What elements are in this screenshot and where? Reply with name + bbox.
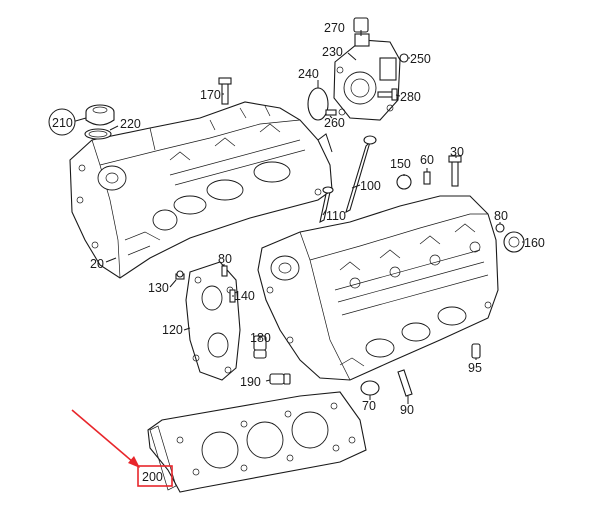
callout-150: 150 <box>390 157 411 171</box>
timing-gasket-120 <box>185 261 241 381</box>
dowel-190 <box>269 373 291 385</box>
right-cylinder-head <box>257 195 499 381</box>
callout-200: 200 <box>142 470 163 484</box>
callout-20: 20 <box>90 257 104 271</box>
callout-30: 30 <box>450 145 464 159</box>
callout-90: 90 <box>400 403 414 417</box>
head-gasket-200 <box>147 391 367 493</box>
callout-230: 230 <box>322 45 343 59</box>
callout-labels: 270 230 250 240 280 170 260 210 220 150 … <box>52 21 545 484</box>
head-bolt-100 <box>345 135 377 214</box>
oil-filler-cap <box>84 104 115 140</box>
callout-60: 60 <box>420 153 434 167</box>
callout-280: 280 <box>400 90 421 104</box>
highlight-arrow <box>71 409 140 468</box>
pin-80b <box>221 265 228 277</box>
sleeve-90 <box>397 369 413 397</box>
callout-170: 170 <box>200 88 221 102</box>
bolt-130 <box>175 270 185 280</box>
callout-80-upper: 80 <box>494 209 508 223</box>
callout-130: 130 <box>148 281 169 295</box>
leader-lines <box>71 30 524 404</box>
washer-250 <box>399 53 409 63</box>
callout-210-circle <box>48 108 76 136</box>
bolt-30 <box>448 155 462 187</box>
seal-160 <box>503 231 525 253</box>
callout-160: 160 <box>524 236 545 250</box>
pin-60 <box>423 171 431 185</box>
callout-140: 140 <box>234 289 255 303</box>
highlight-box-200 <box>137 465 173 487</box>
callout-210: 210 <box>52 116 73 130</box>
callout-100: 100 <box>360 179 381 193</box>
bolt-170 <box>218 77 232 105</box>
callout-110: 110 <box>326 209 346 223</box>
callout-80-lower: 80 <box>218 252 232 266</box>
left-cylinder-head <box>69 101 333 279</box>
callout-260: 260 <box>324 116 345 130</box>
callout-180: 180 <box>250 331 271 345</box>
callout-220: 220 <box>120 117 141 131</box>
washer-150 <box>396 174 412 190</box>
callout-95: 95 <box>468 361 482 375</box>
dowel-180 <box>253 335 267 359</box>
callout-190: 190 <box>240 375 261 389</box>
bolt-260 <box>325 109 337 116</box>
callout-70: 70 <box>362 399 376 413</box>
plug-80a <box>495 223 505 233</box>
callout-250: 250 <box>410 52 431 66</box>
callout-240: 240 <box>298 67 319 81</box>
plug-270 <box>353 17 369 33</box>
callout-270: 270 <box>324 21 345 35</box>
pin-95 <box>471 343 481 359</box>
bolt-280 <box>377 88 398 101</box>
callout-120: 120 <box>162 323 183 337</box>
seal-70 <box>360 380 380 396</box>
bolt-110 <box>319 186 334 224</box>
camshaft-solenoid-assembly <box>333 33 401 121</box>
